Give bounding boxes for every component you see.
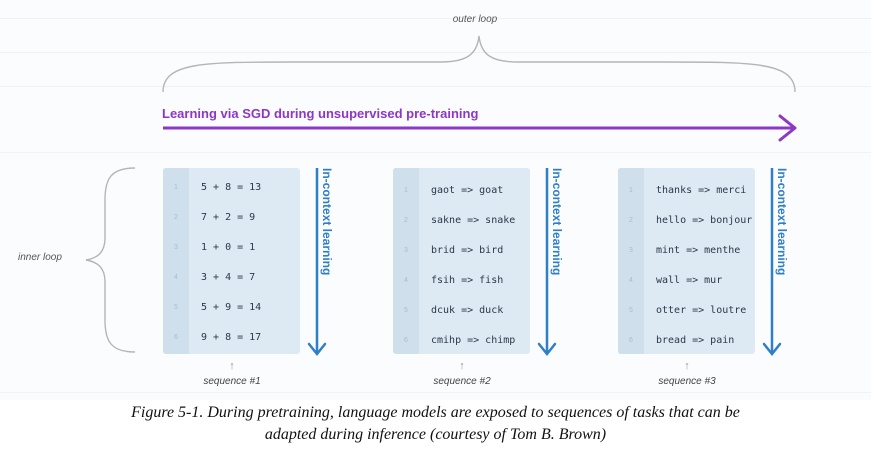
inner-loop-brace: [85, 167, 136, 353]
caption-line-2: adapted during inference (courtesy of To…: [264, 426, 607, 443]
sequence-panel-3: 1 thanks => merci 2 hello => bonjour 3 mint…: [618, 168, 755, 354]
row-text: gaot => goat: [431, 185, 504, 196]
sequence-panel-1: 1 5 + 8 = 13 2 7 + 2 = 9 3 1 + 0 = 1 4 3 + 4…: [163, 168, 300, 354]
list-item: 5 dcuk => duck: [393, 303, 530, 323]
icl-label-3: In-context learning: [775, 168, 789, 276]
list-item: 2 hello => bonjour: [618, 213, 755, 233]
outer-loop-label: outer loop: [452, 14, 498, 25]
icl-label-1: In-context learning: [320, 168, 334, 276]
line-number: 6: [174, 334, 178, 341]
sequence-label-3: sequence #3: [658, 376, 716, 387]
list-item: 2 7 + 2 = 9: [163, 210, 300, 230]
list-item: 6 9 + 8 = 17: [163, 330, 300, 350]
row-text: mint => menthe: [656, 245, 741, 256]
line-number: 1: [404, 187, 408, 194]
row-text: 5 + 9 = 14: [201, 302, 262, 313]
row-text: dcuk => duck: [431, 305, 504, 316]
caption-line-1: Figure 5-1. During pretraining, language…: [131, 404, 740, 421]
list-item: 1 5 + 8 = 13: [163, 180, 300, 200]
sgd-arrow-head: [778, 114, 797, 142]
line-number: 3: [174, 244, 178, 251]
icl-label-2: In-context learning: [550, 168, 564, 276]
list-item: 4 3 + 4 = 7: [163, 270, 300, 290]
line-number: 5: [174, 304, 178, 311]
grid-line: [0, 152, 871, 153]
row-text: sakne => snake: [431, 215, 516, 226]
icl-arrow-1: [307, 168, 327, 357]
list-item: 2 sakne => snake: [393, 213, 530, 233]
diagram-shapes: [85, 35, 797, 357]
outer-loop-brace: [162, 35, 796, 93]
row-text: thanks => merci: [656, 185, 747, 196]
line-number: 6: [629, 337, 633, 344]
line-number: 4: [174, 274, 178, 281]
line-number: 4: [404, 277, 408, 284]
line-number-gutter: [618, 168, 644, 354]
row-text: wall => mur: [656, 275, 723, 286]
list-item: 6 cmihp => chimp: [393, 333, 530, 353]
figure-area: outer loop inner loop Learning via SGD d…: [0, 14, 871, 393]
list-item: 1 gaot => goat: [393, 183, 530, 203]
row-text: 5 + 8 = 13: [201, 182, 262, 193]
row-text: bread => pain: [656, 335, 735, 346]
sequence-label-2: sequence #2: [433, 376, 491, 387]
list-item: 6 bread => pain: [618, 333, 755, 353]
line-number-gutter: [163, 168, 189, 354]
line-number: 3: [629, 247, 633, 254]
line-number: 4: [629, 277, 633, 284]
list-item: 5 otter => loutre: [618, 303, 755, 323]
up-arrow-icon: ↑: [684, 360, 690, 372]
icl-arrow-3: [762, 168, 782, 357]
line-number: 2: [404, 217, 408, 224]
list-item: 3 brid => bird: [393, 243, 530, 263]
list-item: 5 5 + 9 = 14: [163, 300, 300, 320]
sequence-panel-2: 1 gaot => goat 2 sakne => snake 3 brid => b…: [393, 168, 530, 354]
grid-line: [0, 392, 871, 393]
row-text: fsih => fish: [431, 275, 504, 286]
sequence-label-1: sequence #1: [203, 376, 261, 387]
row-text: brid => bird: [431, 245, 504, 256]
line-number: 6: [404, 337, 408, 344]
line-number: 5: [404, 307, 408, 314]
row-text: 9 + 8 = 17: [201, 332, 262, 343]
line-number: 2: [629, 217, 633, 224]
list-item: 4 wall => mur: [618, 273, 755, 293]
list-item: 1 thanks => merci: [618, 183, 755, 203]
grid-line: [0, 52, 871, 53]
line-number: 5: [629, 307, 633, 314]
line-number: 1: [629, 187, 633, 194]
inner-loop-label: inner loop: [18, 252, 62, 263]
up-arrow-icon: ↑: [229, 360, 235, 372]
row-text: otter => loutre: [656, 305, 747, 316]
row-text: 1 + 0 = 1: [201, 242, 256, 253]
figure-caption: Figure 5-1. During pretraining, language…: [0, 402, 871, 446]
row-text: cmihp => chimp: [431, 335, 516, 346]
row-text: hello => bonjour: [656, 215, 753, 226]
grid-line: [0, 18, 871, 19]
icl-arrow-2: [537, 168, 557, 357]
list-item: 3 mint => menthe: [618, 243, 755, 263]
row-text: 7 + 2 = 9: [201, 212, 256, 223]
up-arrow-icon: ↑: [459, 360, 465, 372]
list-item: 4 fsih => fish: [393, 273, 530, 293]
row-text: 3 + 4 = 7: [201, 272, 256, 283]
line-number: 1: [174, 184, 178, 191]
line-number: 3: [404, 247, 408, 254]
list-item: 3 1 + 0 = 1: [163, 240, 300, 260]
sgd-label: Learning via SGD during unsupervised pre…: [162, 106, 479, 121]
line-number: 2: [174, 214, 178, 221]
grid-line: [0, 86, 871, 87]
line-number-gutter: [393, 168, 419, 354]
